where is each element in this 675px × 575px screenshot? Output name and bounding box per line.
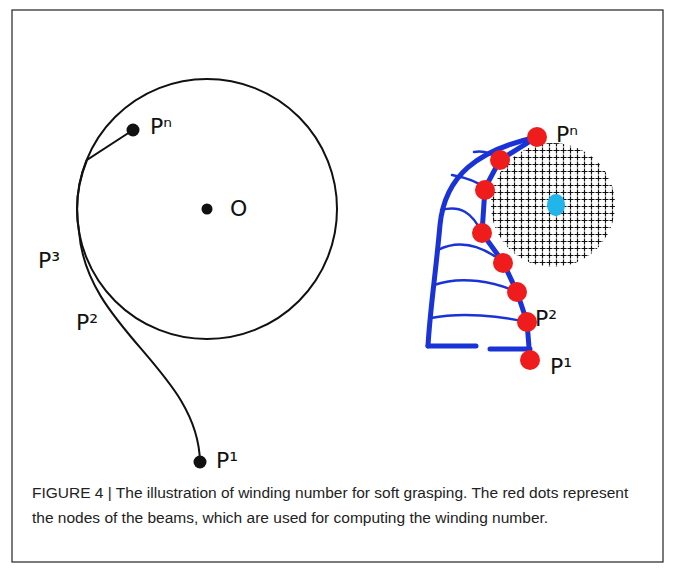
point-label: Pⁿ	[150, 116, 172, 138]
object-center	[547, 194, 565, 216]
base-beam	[428, 346, 530, 349]
hatched-object	[490, 142, 616, 268]
center-label: O	[230, 198, 247, 220]
beam-node	[472, 223, 492, 243]
point-label: Pⁿ	[556, 124, 578, 146]
inner-beam	[482, 137, 537, 360]
beam-node	[507, 282, 527, 302]
point-label: P²	[535, 308, 557, 330]
center-dot	[202, 204, 213, 215]
end-dot	[127, 124, 140, 137]
beam-node	[475, 180, 495, 200]
finger-curve	[77, 130, 200, 462]
point-label: P²	[76, 312, 98, 334]
outer-beam	[428, 137, 537, 346]
beam-node	[520, 350, 540, 370]
point-label: P³	[38, 250, 60, 272]
object-circle	[77, 79, 337, 339]
figure-frame	[12, 10, 663, 562]
beam-node	[527, 127, 547, 147]
point-label: P¹	[216, 450, 238, 472]
beam-node	[517, 312, 537, 332]
beam-node	[490, 150, 510, 170]
beam-node	[493, 253, 513, 273]
start-dot	[194, 456, 207, 469]
point-label: P¹	[550, 356, 572, 378]
figure-caption: FIGURE 4 | The illustration of winding n…	[32, 480, 644, 530]
